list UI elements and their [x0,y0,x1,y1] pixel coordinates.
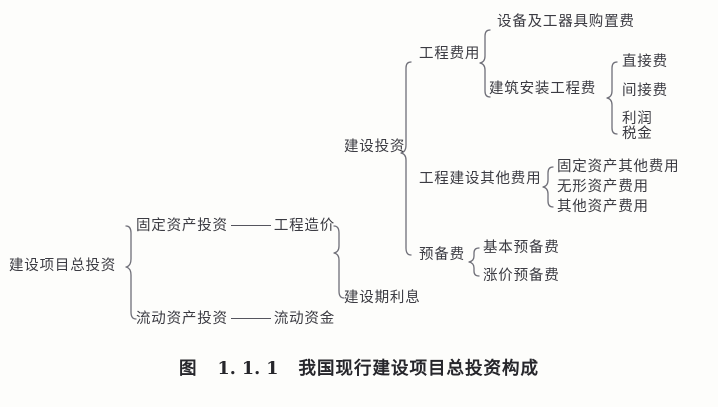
node-interest-during-construction: 建设期利息 [344,290,421,306]
node-tax: 税金 [622,126,653,142]
node-equipment-purchase-cost: 设备及工器具购置费 [497,14,635,30]
figure-caption: 图 1. 1. 1 我国现行建设项目总投资构成 [0,355,718,380]
node-building-installation-cost: 建筑安装工程费 [489,81,597,97]
node-construction-investment: 建设投资 [344,139,406,155]
node-fixed-asset-other-cost: 固定资产其他费用 [557,159,680,175]
connector-dash-current-asset [230,318,271,319]
node-current-asset-investment-group: 流动资产投资 流动资金 [136,311,335,328]
caption-label: 图 [179,359,198,379]
node-fixed-asset-investment: 固定资产投资 [136,218,228,234]
caption-number: 1. 1. 1 [217,359,279,379]
node-engineering-cost: 工程费用 [419,46,481,62]
node-intangible-asset-cost: 无形资产费用 [557,179,649,195]
node-fixed-asset-investment-group: 固定资产投资 工程造价 [136,218,335,235]
node-reserve-cost: 预备费 [419,247,465,263]
node-basic-reserve-cost: 基本预备费 [483,240,560,256]
node-project-cost: 工程造价 [273,218,336,234]
node-price-rise-reserve-cost: 涨价预备费 [483,268,560,284]
node-current-asset-investment: 流动资产投资 [136,311,228,327]
connector-dash-fixed-asset [230,225,271,226]
node-other-asset-cost: 其他资产费用 [557,199,649,215]
node-indirect-cost: 间接费 [622,83,668,99]
node-other-construction-cost: 工程建设其他费用 [419,171,542,187]
node-profit: 利润 [622,111,653,127]
caption-title: 我国现行建设项目总投资构成 [298,359,539,379]
node-direct-cost: 直接费 [622,54,668,70]
node-working-capital: 流动资金 [273,311,336,327]
node-root-total-investment: 建设项目总投资 [9,258,117,274]
